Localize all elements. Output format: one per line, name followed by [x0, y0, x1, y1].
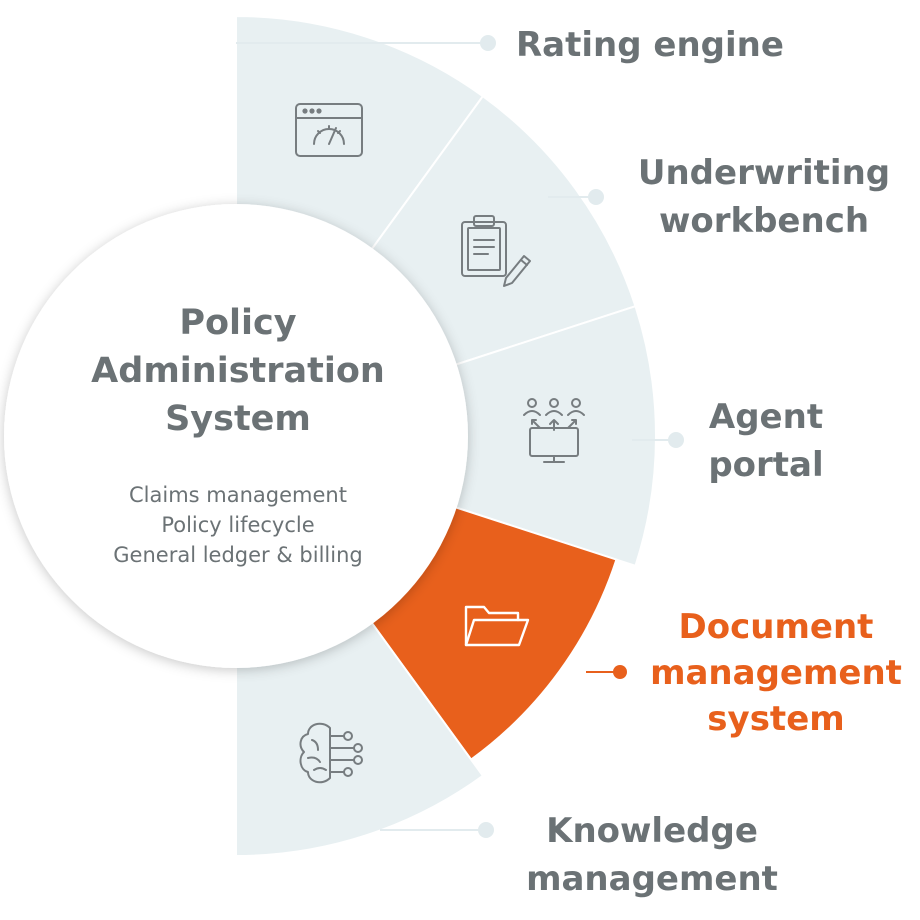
- brain-circuit-icon: [299, 722, 363, 784]
- folder-icon: [464, 605, 530, 647]
- text-line: portal: [708, 445, 823, 485]
- text-line: General ledger & billing: [113, 543, 362, 567]
- clipboard-pencil-icon: [461, 215, 531, 287]
- connector-dot: [480, 35, 496, 51]
- text-line: Underwriting: [638, 153, 890, 193]
- connector-dot: [613, 665, 627, 679]
- text-line: workbench: [659, 201, 869, 241]
- text-line: Document: [679, 607, 874, 647]
- text-line: management: [526, 859, 778, 899]
- label-underwriting-workbench: Underwriting workbench: [638, 153, 890, 241]
- dashboard-gauge-icon: [295, 103, 363, 157]
- connectors: [236, 35, 684, 838]
- connector-dot: [478, 822, 494, 838]
- text-line: Agent: [709, 397, 823, 437]
- label-agent-portal: Agent portal: [708, 397, 823, 485]
- center-circle: [4, 204, 468, 668]
- users-monitor-icon: [523, 398, 585, 463]
- text-line: system: [707, 699, 844, 739]
- connector-dot: [668, 432, 684, 448]
- text-line: Claims management: [129, 483, 347, 507]
- label-knowledge-management: Knowledge management: [526, 811, 778, 899]
- label-rating-engine: Rating engine: [516, 25, 784, 65]
- text-line: Rating engine: [516, 25, 784, 65]
- text-line: Policy: [179, 303, 296, 343]
- connector-dot: [588, 189, 604, 205]
- text-line: System: [165, 399, 311, 439]
- text-line: Administration: [91, 351, 385, 391]
- text-line: Policy lifecycle: [161, 513, 314, 537]
- text-line: management: [650, 653, 902, 693]
- label-document-management-system: Document management system: [650, 607, 902, 739]
- text-line: Knowledge: [546, 811, 758, 851]
